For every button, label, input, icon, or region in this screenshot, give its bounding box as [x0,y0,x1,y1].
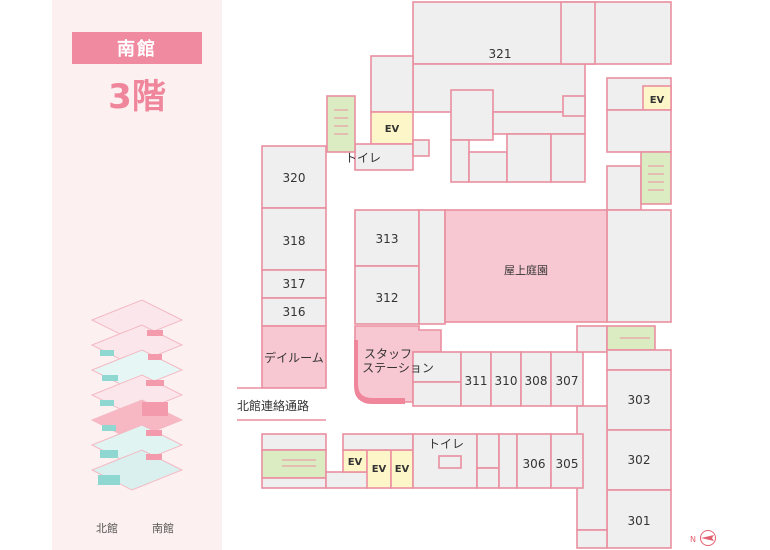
building-minimap [90,299,184,491]
room-320[interactable] [261,145,327,209]
label-rooftop-garden: 屋上庭園 [504,263,548,277]
label-toilet-top: トイレ [345,151,381,165]
stairs-top-left [326,95,356,153]
label-staff-station-1: スタッフ [364,347,412,361]
label-307: 307 [556,374,579,388]
block-bottom-1 [261,433,327,451]
stair-lines [282,109,664,467]
side-panel: 南館 3階 北館 南館 [52,0,222,550]
room-308[interactable] [520,351,552,407]
label-310: 310 [495,374,518,388]
label-ev-top-right: EV [650,95,665,106]
compass-circle [700,530,716,546]
room-303[interactable] [606,369,672,431]
block-mid-7 [562,95,586,117]
block-center-1 [418,209,446,325]
minimap-north-blocks [98,350,120,485]
block-right-4 [606,209,672,323]
label-corridor: 北館連絡通路 [237,398,309,413]
block-right-2 [606,109,672,153]
minimap-south-blocks [142,330,168,460]
label-301: 301 [628,514,651,528]
block-bottom-2 [261,477,327,489]
staff-station-counter [354,340,405,404]
label-dayroom: デイルーム [264,350,324,365]
label-306: 306 [523,457,546,471]
block-right-5 [606,349,672,371]
label-318: 318 [283,234,306,248]
label-313: 313 [376,232,399,246]
stairs-bottom-left [261,449,327,479]
block-mid-6 [550,133,586,183]
stairs-right [640,151,672,205]
room-301[interactable] [606,489,672,549]
room-316[interactable] [261,297,327,327]
label-ev-bottom-3: EV [395,464,410,475]
label-302: 302 [628,453,651,467]
compass-needle-icon [701,535,714,541]
block-bottom-6 [476,433,500,469]
room-305[interactable] [550,433,584,489]
minimap-south-label: 南館 [152,522,174,535]
room-307[interactable] [550,351,584,407]
room-rooftop-garden[interactable] [444,209,608,323]
label-toilet-bottom: トイレ [428,437,464,451]
block-mid-3 [450,139,470,183]
room-318[interactable] [261,207,327,271]
block-bottom-8 [498,433,518,489]
label-312: 312 [376,291,399,305]
label-staff-station-2: ステーション [362,361,434,375]
toilet-top-box[interactable] [354,143,414,171]
label-311: 311 [465,374,488,388]
label-308: 308 [525,374,548,388]
block-bottom-4 [342,433,414,451]
block-mid-right [576,325,608,353]
label-ev-bottom-1: EV [348,457,363,468]
block-small-1 [412,139,430,157]
block-upper-left [370,55,414,113]
building-label: 南館 [72,32,202,64]
room-321-area[interactable] [412,1,672,65]
room-311[interactable] [460,351,492,407]
room-312[interactable] [354,265,420,325]
room-dayroom[interactable] [261,325,327,389]
room-302[interactable] [606,429,672,491]
corridor-lines [237,387,326,421]
block-corr-1 [412,351,462,383]
block-top-right [560,1,596,65]
label-ev-bottom-2: EV [372,464,387,475]
compass-label: N [690,535,696,544]
block-bottom-7 [476,467,500,489]
minimap-north-label: 北館 [96,522,118,535]
label-317: 317 [283,277,306,291]
block-bottom-5 [438,455,462,469]
label-320: 320 [283,171,306,185]
compass: N [690,530,716,546]
room-313[interactable] [354,209,420,267]
block-right-7 [576,529,608,549]
label-ev-top-left: EV [385,124,400,135]
block-bottom-3 [325,471,369,489]
floor-label: 3階 [108,77,166,117]
block-mid-4 [468,151,508,183]
block-right-3 [606,165,642,211]
label-321: 321 [489,47,512,61]
label-316: 316 [283,305,306,319]
room-321-lower[interactable] [412,63,586,113]
room-317[interactable] [261,269,327,299]
ev-top-left-box[interactable] [370,111,414,145]
block-mid-1 [450,89,494,141]
block-mid-5 [506,133,552,183]
block-corr-2 [412,381,462,407]
label-303: 303 [628,393,651,407]
label-305: 305 [556,457,579,471]
